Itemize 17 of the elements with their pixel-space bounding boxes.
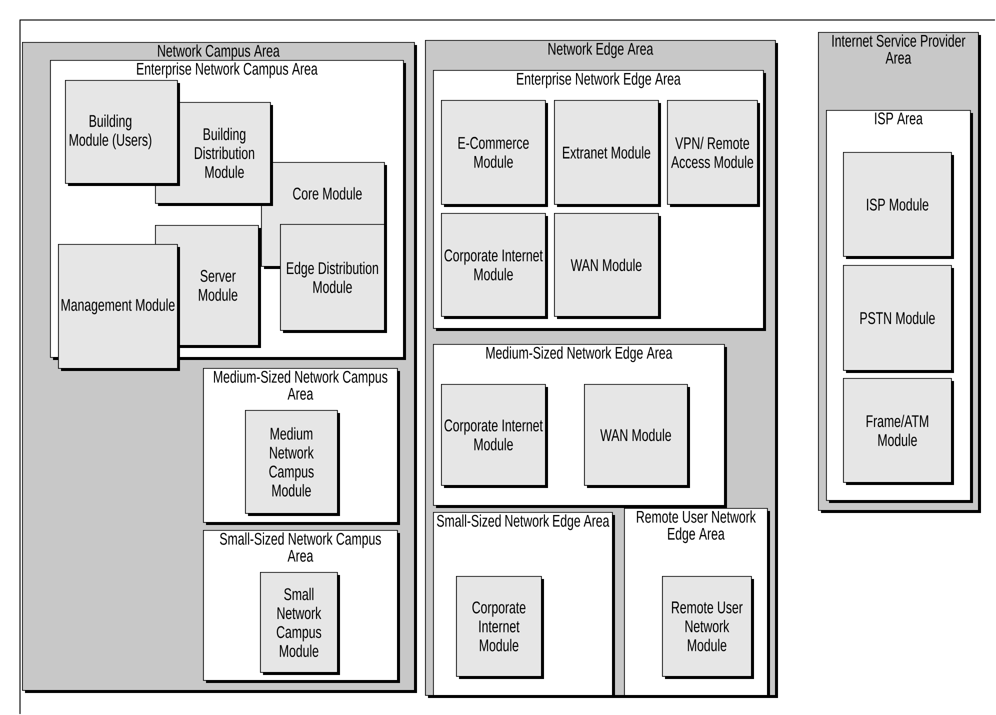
module-box: Frame/ATM Module — [843, 378, 954, 485]
module-box: Edge Distribution Module — [280, 224, 387, 333]
module-box: Corporate Internet Module — [441, 213, 548, 319]
module-box: Corporate Internet Module — [441, 384, 548, 488]
module-box: WAN Module — [584, 384, 690, 488]
module-box: Management Module — [58, 244, 180, 371]
module-box: PSTN Module — [843, 265, 954, 373]
module-box: Building Module (Users) — [65, 80, 180, 186]
module-box: Corporate Internet Module — [456, 576, 544, 679]
module-box: WAN Module — [554, 213, 661, 319]
module-box: Extranet Module — [554, 100, 661, 207]
module-box: ISP Module — [843, 152, 954, 259]
module-box: Remote User Network Module — [662, 576, 754, 679]
module-box: E-Commerce Module — [441, 100, 548, 207]
module-box: Small Network Campus Module — [260, 572, 340, 675]
module-box: VPN/ Remote Access Module — [667, 100, 760, 207]
module-box: Medium Network Campus Module — [245, 410, 340, 516]
